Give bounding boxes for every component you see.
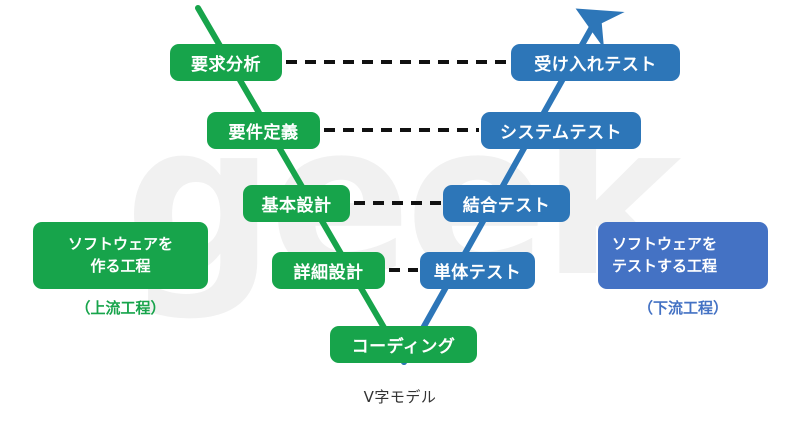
node-system-test[interactable]: システムテスト [481, 112, 641, 149]
node-label: 基本設計 [261, 196, 332, 216]
node-label: 結合テスト [462, 196, 551, 216]
node-requirements-definition[interactable]: 要件定義 [207, 112, 320, 149]
panel-line-1: ソフトウェアを [67, 235, 173, 253]
node-label: コーディング [351, 337, 456, 357]
panel-line-1: ソフトウェアを [612, 235, 718, 253]
node-basic-design[interactable]: 基本設計 [243, 185, 350, 222]
panel-development-phase: ソフトウェアを 作る工程 [33, 222, 208, 289]
panel-testing-phase: ソフトウェアを テストする工程 [598, 222, 768, 289]
figure-caption: V字モデル [363, 388, 437, 406]
node-label: システムテスト [500, 123, 622, 143]
panel-caption-downstream: （下流工程） [637, 299, 728, 317]
panel-line-2: テストする工程 [612, 257, 718, 275]
node-detailed-design[interactable]: 詳細設計 [272, 252, 385, 289]
node-label: 単体テスト [433, 263, 522, 283]
node-coding[interactable]: コーディング [330, 326, 477, 363]
node-acceptance-test[interactable]: 受け入れテスト [511, 44, 680, 81]
panel-line-2: 作る工程 [90, 257, 151, 275]
node-label: 要求分析 [191, 55, 261, 75]
node-label: 詳細設計 [293, 263, 364, 283]
node-requirements-analysis[interactable]: 要求分析 [170, 44, 282, 81]
panel-caption-upstream: （上流工程） [75, 299, 166, 317]
node-label: 要件定義 [228, 123, 299, 143]
node-label: 受け入れテスト [534, 55, 657, 75]
node-integration-test[interactable]: 結合テスト [443, 185, 570, 222]
node-unit-test[interactable]: 単体テスト [420, 252, 535, 289]
